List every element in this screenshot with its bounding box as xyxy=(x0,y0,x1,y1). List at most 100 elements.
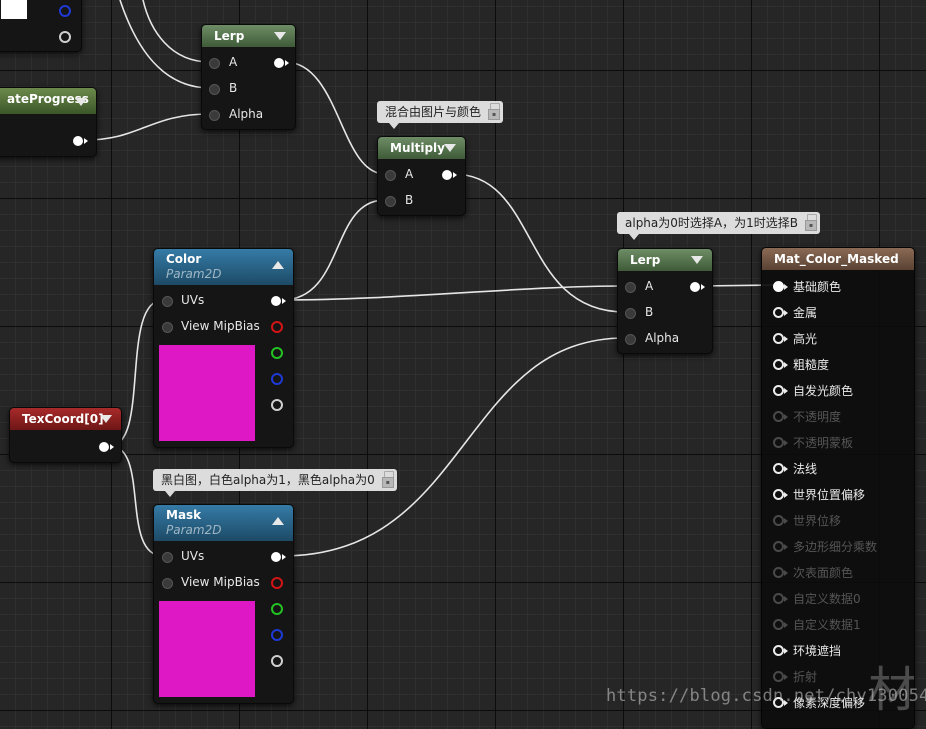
result-input-row[interactable]: 自定义数据0 xyxy=(762,590,912,608)
result-input-row[interactable]: 粗糙度 xyxy=(762,356,912,374)
color-texture-node[interactable]: Color Param2D UVs View MipBias xyxy=(153,248,294,448)
result-input-pin[interactable] xyxy=(773,593,784,604)
chevron-up-icon[interactable] xyxy=(272,261,284,269)
result-input-row[interactable]: 不透明度 xyxy=(762,408,912,426)
result-input-row[interactable]: 世界位移 xyxy=(762,512,912,530)
multiply-input-b-pin[interactable] xyxy=(385,196,396,207)
progress-output-pin[interactable] xyxy=(73,136,83,146)
color-node-title: Color xyxy=(166,252,202,266)
result-input-row[interactable]: 不透明蒙板 xyxy=(762,434,912,452)
chevron-down-icon[interactable] xyxy=(75,98,87,106)
mask-comment-bubble[interactable]: 黑白图，白色alpha为1，黑色alpha为0 ▪ xyxy=(153,469,397,497)
output-arrow-icon xyxy=(84,138,88,144)
white-output-pin[interactable] xyxy=(59,31,71,43)
result-input-row[interactable]: 金属 xyxy=(762,304,912,322)
texcoord-node-header[interactable]: TexCoord[0] xyxy=(10,408,121,430)
result-input-pin[interactable] xyxy=(773,541,784,552)
result-input-row[interactable]: 基础颜色 xyxy=(762,278,912,296)
lerp-2-input-alpha-pin[interactable] xyxy=(625,334,636,345)
chevron-down-icon[interactable] xyxy=(100,415,112,423)
output-arrow-icon xyxy=(285,60,289,66)
input-arrow-icon xyxy=(784,336,788,342)
lerp-1-output-pin[interactable] xyxy=(274,58,284,68)
multiply-node[interactable]: Multiply A B xyxy=(377,136,466,216)
lerp-node-1-header[interactable]: Lerp xyxy=(202,25,295,47)
result-input-pin[interactable] xyxy=(773,307,784,318)
color-output-rgb-pin[interactable] xyxy=(271,296,281,306)
result-input-pin[interactable] xyxy=(773,281,784,292)
result-input-row[interactable]: 次表面颜色 xyxy=(762,564,912,582)
lerp-2-input-b-pin[interactable] xyxy=(625,308,636,319)
lerp-node-2[interactable]: Lerp A B Alpha xyxy=(617,248,713,354)
result-input-pin[interactable] xyxy=(773,567,784,578)
top-partial-node[interactable] xyxy=(0,0,82,52)
mask-texture-node[interactable]: Mask Param2D UVs View MipBias xyxy=(153,504,294,704)
progress-node-header[interactable]: ateProgress xyxy=(0,88,96,114)
blue-output-pin[interactable] xyxy=(59,5,71,17)
color-output-b-pin[interactable] xyxy=(271,373,283,385)
color-input-mipbias-pin[interactable] xyxy=(162,322,173,333)
input-arrow-icon xyxy=(784,648,788,654)
result-input-pin[interactable] xyxy=(773,645,784,656)
result-input-row[interactable]: 折射 xyxy=(762,668,912,686)
mask-output-rgb-pin[interactable] xyxy=(271,552,281,562)
chevron-down-icon[interactable] xyxy=(274,32,286,40)
result-input-pin[interactable] xyxy=(773,463,784,474)
lerp-1-input-b-pin[interactable] xyxy=(209,84,220,95)
result-input-pin[interactable] xyxy=(773,515,784,526)
result-input-pin[interactable] xyxy=(773,619,784,630)
material-result-node[interactable]: Mat_Color_Masked 基础颜色金属高光粗糙度自发光颜色不透明度不透明… xyxy=(761,247,915,729)
result-input-pin[interactable] xyxy=(773,437,784,448)
comment-expand-icon[interactable]: ▪ xyxy=(804,220,817,231)
multiply-output-pin[interactable] xyxy=(442,170,452,180)
lerp-1-input-a-pin[interactable] xyxy=(209,58,220,69)
mask-input-mipbias-pin[interactable] xyxy=(162,578,173,589)
result-input-row[interactable]: 自定义数据1 xyxy=(762,616,912,634)
multiply-node-header[interactable]: Multiply xyxy=(378,137,465,159)
result-input-pin[interactable] xyxy=(773,697,784,708)
multiply-comment-bubble[interactable]: 混合由图片与颜色 ▪ xyxy=(377,101,504,129)
lerp-2-comment-bubble[interactable]: alpha为0时选择A，为1时选择B ▪ xyxy=(617,212,820,240)
result-input-row[interactable]: 世界位置偏移 xyxy=(762,486,912,504)
result-input-row[interactable]: 法线 xyxy=(762,460,912,478)
result-input-pin[interactable] xyxy=(773,359,784,370)
result-input-row[interactable]: 像素深度偏移 xyxy=(762,694,912,712)
multiply-input-a-pin[interactable] xyxy=(385,170,396,181)
color-output-a-pin[interactable] xyxy=(271,399,283,411)
chevron-up-icon[interactable] xyxy=(272,517,284,525)
comment-expand-icon[interactable]: ▪ xyxy=(488,109,501,120)
lerp-node-2-header[interactable]: Lerp xyxy=(618,249,712,271)
mask-output-b-pin[interactable] xyxy=(271,629,283,641)
mask-node-header[interactable]: Mask Param2D xyxy=(154,505,293,541)
lerp-2-output-pin[interactable] xyxy=(690,282,700,292)
result-input-row[interactable]: 高光 xyxy=(762,330,912,348)
lerp-node-1[interactable]: Lerp A B Alpha xyxy=(201,24,296,130)
result-input-pin[interactable] xyxy=(773,385,784,396)
progress-node[interactable]: ateProgress xyxy=(0,87,97,157)
lerp-2-input-a-pin[interactable] xyxy=(625,282,636,293)
color-input-uvs-pin[interactable] xyxy=(162,296,173,307)
result-input-pin[interactable] xyxy=(773,411,784,422)
mask-output-r-pin[interactable] xyxy=(271,577,283,589)
color-node-header[interactable]: Color Param2D xyxy=(154,249,293,285)
mask-output-g-pin[interactable] xyxy=(271,603,283,615)
result-input-row[interactable]: 自发光颜色 xyxy=(762,382,912,400)
texcoord-output-pin[interactable] xyxy=(99,442,109,452)
result-node-header[interactable]: Mat_Color_Masked xyxy=(762,248,914,270)
color-output-r-pin[interactable] xyxy=(271,321,283,333)
result-input-pin[interactable] xyxy=(773,333,784,344)
result-input-label: 自定义数据0 xyxy=(793,592,861,606)
result-input-row[interactable]: 环境遮挡 xyxy=(762,642,912,660)
result-input-pin[interactable] xyxy=(773,671,784,682)
mask-output-a-pin[interactable] xyxy=(271,655,283,667)
result-input-pin[interactable] xyxy=(773,489,784,500)
comment-expand-icon[interactable]: ▪ xyxy=(381,477,394,488)
chevron-down-icon[interactable] xyxy=(691,256,703,264)
lerp-1-input-alpha-pin[interactable] xyxy=(209,110,220,121)
chevron-down-icon[interactable] xyxy=(444,144,456,152)
color-output-g-pin[interactable] xyxy=(271,347,283,359)
mask-input-uvs-pin[interactable] xyxy=(162,552,173,563)
result-node-title: Mat_Color_Masked xyxy=(774,252,899,266)
texcoord-node[interactable]: TexCoord[0] xyxy=(9,407,122,463)
result-input-row[interactable]: 多边形细分乘数 xyxy=(762,538,912,556)
